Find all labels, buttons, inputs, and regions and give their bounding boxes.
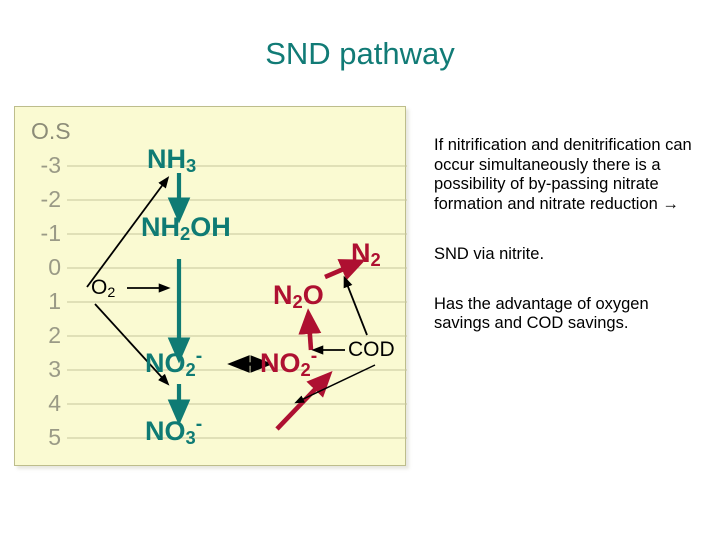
axis-label--2: -2 bbox=[40, 186, 61, 212]
edge-n2o-to-n2 bbox=[324, 259, 366, 281]
axis-label-4: 4 bbox=[48, 390, 61, 416]
axis-label--1: -1 bbox=[40, 220, 61, 246]
reagent-o2: O2 bbox=[91, 276, 116, 302]
axis-label-3: 3 bbox=[48, 356, 61, 382]
note-paragraph-2: SND via nitrite. bbox=[434, 245, 545, 263]
species-n2: N2 bbox=[351, 238, 381, 271]
axis-label--3: -3 bbox=[40, 152, 61, 178]
reagent-cod: COD bbox=[348, 338, 395, 361]
snd-pathway-diagram: O.S -3 -2 -1 0 1 2 3 4 5 NH3 NH2OH NO2- … bbox=[14, 106, 407, 466]
diagram-canvas bbox=[67, 165, 407, 439]
gridlines bbox=[67, 165, 407, 439]
edge-o2-to-no2 bbox=[94, 303, 170, 386]
note-paragraph-1: If nitrification and denitrification can… bbox=[434, 136, 692, 213]
species-nh3: NH3 bbox=[147, 144, 197, 177]
axis-title-oxidation-state: O.S bbox=[31, 118, 71, 144]
edge-o2-to-nh3 bbox=[86, 176, 170, 288]
axis-label-1: 1 bbox=[48, 288, 61, 314]
edge-no2red-to-n2o bbox=[298, 308, 322, 351]
species-no3-teal: NO3- bbox=[145, 413, 203, 449]
axis-label-2: 2 bbox=[48, 322, 61, 348]
species-n2o: N2O bbox=[273, 280, 324, 313]
species-no2-teal: NO2- bbox=[145, 345, 203, 381]
page-title: SND pathway bbox=[265, 36, 455, 71]
edge-no3-to-no2red bbox=[275, 371, 333, 431]
axis-label-0: 0 bbox=[48, 254, 61, 280]
species-no2-red: NO2- bbox=[260, 345, 318, 381]
edge-cod-to-n2 bbox=[343, 275, 368, 336]
axis-label-5: 5 bbox=[48, 424, 61, 450]
note-paragraph-3: Has the advantage of oxygen savings and … bbox=[434, 294, 649, 333]
notes-column: If nitrification and denitrification can… bbox=[434, 136, 700, 334]
species-nh2oh: NH2OH bbox=[141, 212, 231, 245]
edge-cod-branch-to-no3 bbox=[294, 364, 376, 404]
